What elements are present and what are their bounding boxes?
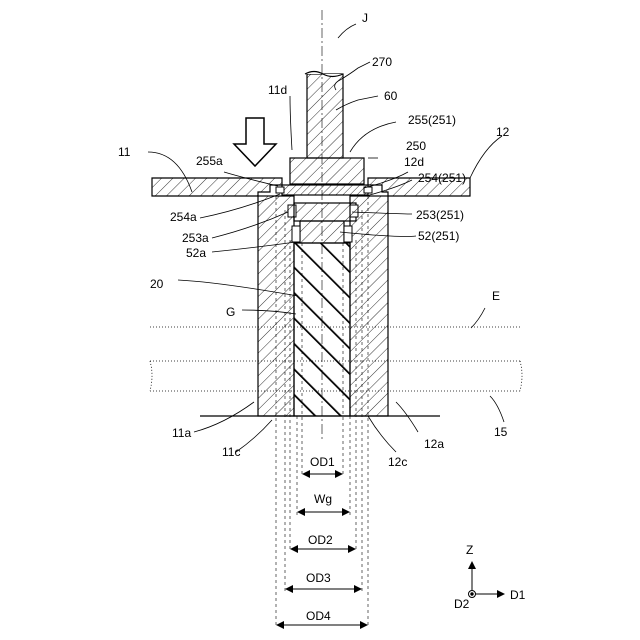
label-254-251: 254(251) — [418, 171, 466, 185]
label-12d: 12d — [404, 155, 424, 169]
label-11c: 11c — [222, 445, 240, 459]
cap-255 — [290, 158, 364, 184]
label-11d: 11d — [268, 83, 287, 97]
label-12: 12 — [496, 125, 510, 139]
label-15: 15 — [494, 425, 508, 439]
label-12a: 12a — [424, 437, 444, 451]
force-arrow — [234, 118, 276, 166]
label-255-251: 255(251) — [408, 113, 456, 127]
coord-axes — [469, 562, 505, 598]
label-270: 270 — [372, 55, 392, 69]
label-12c: 12c — [388, 455, 407, 469]
label-D2: D2 — [454, 597, 470, 611]
label-60: 60 — [384, 89, 398, 103]
label-255a: 255a — [196, 154, 223, 168]
label-253-251: 253(251) — [416, 208, 464, 222]
label-52a: 52a — [186, 246, 206, 260]
label-E: E — [492, 289, 500, 303]
label-G: G — [226, 305, 235, 319]
label-Wg: Wg — [314, 492, 332, 506]
label-OD2: OD2 — [308, 533, 333, 547]
plate-11 — [152, 178, 282, 196]
label-11a: 11a — [172, 426, 191, 440]
label-D1: D1 — [510, 588, 526, 602]
label-52-251: 52(251) — [418, 229, 459, 243]
label-250: 250 — [406, 139, 426, 153]
label-OD3: OD3 — [306, 571, 331, 585]
label-20: 20 — [150, 277, 164, 291]
label-OD1: OD1 — [310, 455, 335, 469]
label-11: 11 — [118, 145, 131, 159]
label-J: J — [362, 11, 368, 25]
ring-254 — [276, 185, 372, 195]
block-253 — [288, 203, 358, 221]
label-254a: 254a — [170, 210, 197, 224]
label-253a: 253a — [182, 231, 209, 245]
label-OD4: OD4 — [306, 609, 331, 623]
rod-60 — [305, 72, 343, 159]
label-Z: Z — [466, 543, 473, 557]
